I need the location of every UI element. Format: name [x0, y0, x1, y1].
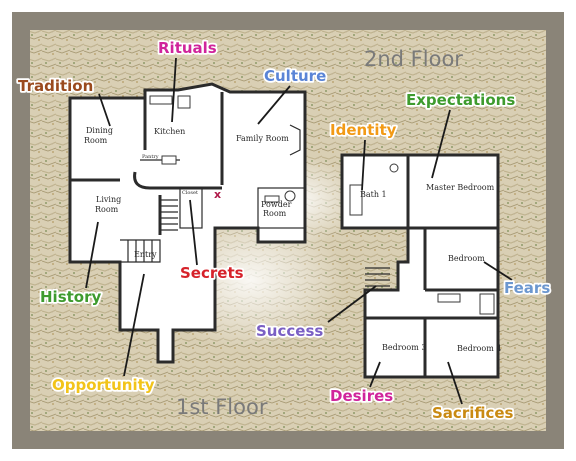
tag-culture: Culture — [264, 67, 326, 85]
kitchen-sink — [149, 95, 173, 105]
bedroom4-label: Bedroom 4 — [457, 344, 501, 353]
coat-closet — [179, 187, 203, 229]
family-room-label: Family Room — [236, 134, 289, 143]
entry-label: Entry — [134, 250, 157, 259]
closet-label: Closet — [182, 190, 198, 196]
bedroom3-label: Bedroom 3 — [382, 343, 426, 352]
refrigerator — [177, 95, 191, 109]
stairs-first — [160, 199, 178, 231]
second-floor-label: 2nd Floor — [364, 47, 463, 71]
powder-room-label-1: Powder — [261, 200, 292, 209]
hall-bath-sink — [437, 293, 461, 303]
tag-history: History — [40, 288, 101, 306]
x-marker: x — [214, 188, 221, 201]
bath-label: Bath 1 — [360, 190, 387, 199]
tag-opportunity: Opportunity — [52, 376, 155, 394]
fireplace — [289, 124, 301, 156]
tag-identity: Identity — [330, 121, 397, 139]
leader-history — [85, 221, 99, 289]
leader-identity — [361, 139, 366, 191]
tag-expectations: Expectations — [406, 91, 515, 109]
powder-toilet — [284, 190, 296, 202]
concept-tags: Tradition Rituals Culture Identity Expec… — [16, 37, 552, 424]
leader-success — [327, 285, 377, 323]
leader-expectations — [431, 109, 451, 179]
leader-tradition — [98, 93, 111, 127]
range-top — [161, 155, 177, 165]
living-room-label-1: Living — [96, 195, 121, 204]
leader-fears — [483, 261, 513, 281]
kitchen-label: Kitchen — [154, 127, 185, 136]
powder-room-walls — [257, 187, 306, 229]
leader-secrets — [189, 199, 198, 266]
second-floor-outline — [340, 153, 500, 379]
first-floor-outline — [68, 82, 307, 364]
tag-sacrifices: Sacrifices — [432, 404, 514, 422]
leader-sacrifices — [447, 361, 463, 405]
master-bedroom-label: Master Bedroom — [426, 183, 495, 192]
leader-culture — [257, 85, 291, 125]
tag-fears: Fears — [504, 279, 550, 297]
leader-lines — [85, 57, 513, 405]
bedroom-label: Bedroom — [448, 254, 485, 263]
leader-desires — [369, 361, 381, 388]
tag-tradition: Tradition — [18, 77, 93, 95]
kitchen-island-wall — [133, 171, 222, 190]
bath-toilet — [389, 163, 399, 173]
tag-rituals: Rituals — [158, 39, 217, 57]
stairs-second — [365, 267, 390, 287]
leader-rituals — [171, 57, 177, 123]
second-floor-plan: Bath 1 Master Bedroom Bedroom Bedroom 3 … — [340, 153, 501, 379]
tag-secrets: Secrets — [180, 264, 244, 282]
first-floor-label: 1st Floor — [176, 395, 268, 419]
bath-tub — [349, 184, 363, 216]
dining-room-label-1: Dining — [86, 126, 113, 135]
hall-bath-tub — [479, 293, 495, 315]
living-room-label-2: Room — [95, 205, 119, 214]
tag-success: Success — [256, 322, 323, 340]
pantry-label: Pantry — [142, 154, 159, 160]
powder-room-label-2: Room — [263, 209, 287, 218]
tag-desires: Desires — [330, 387, 393, 405]
leader-opportunity — [123, 273, 145, 377]
dining-room-label-2: Room — [84, 136, 108, 145]
powder-sink — [264, 195, 280, 203]
entry-steps — [120, 239, 161, 263]
first-floor-plan: Dining Room Kitchen Family Room Living R… — [68, 82, 307, 364]
